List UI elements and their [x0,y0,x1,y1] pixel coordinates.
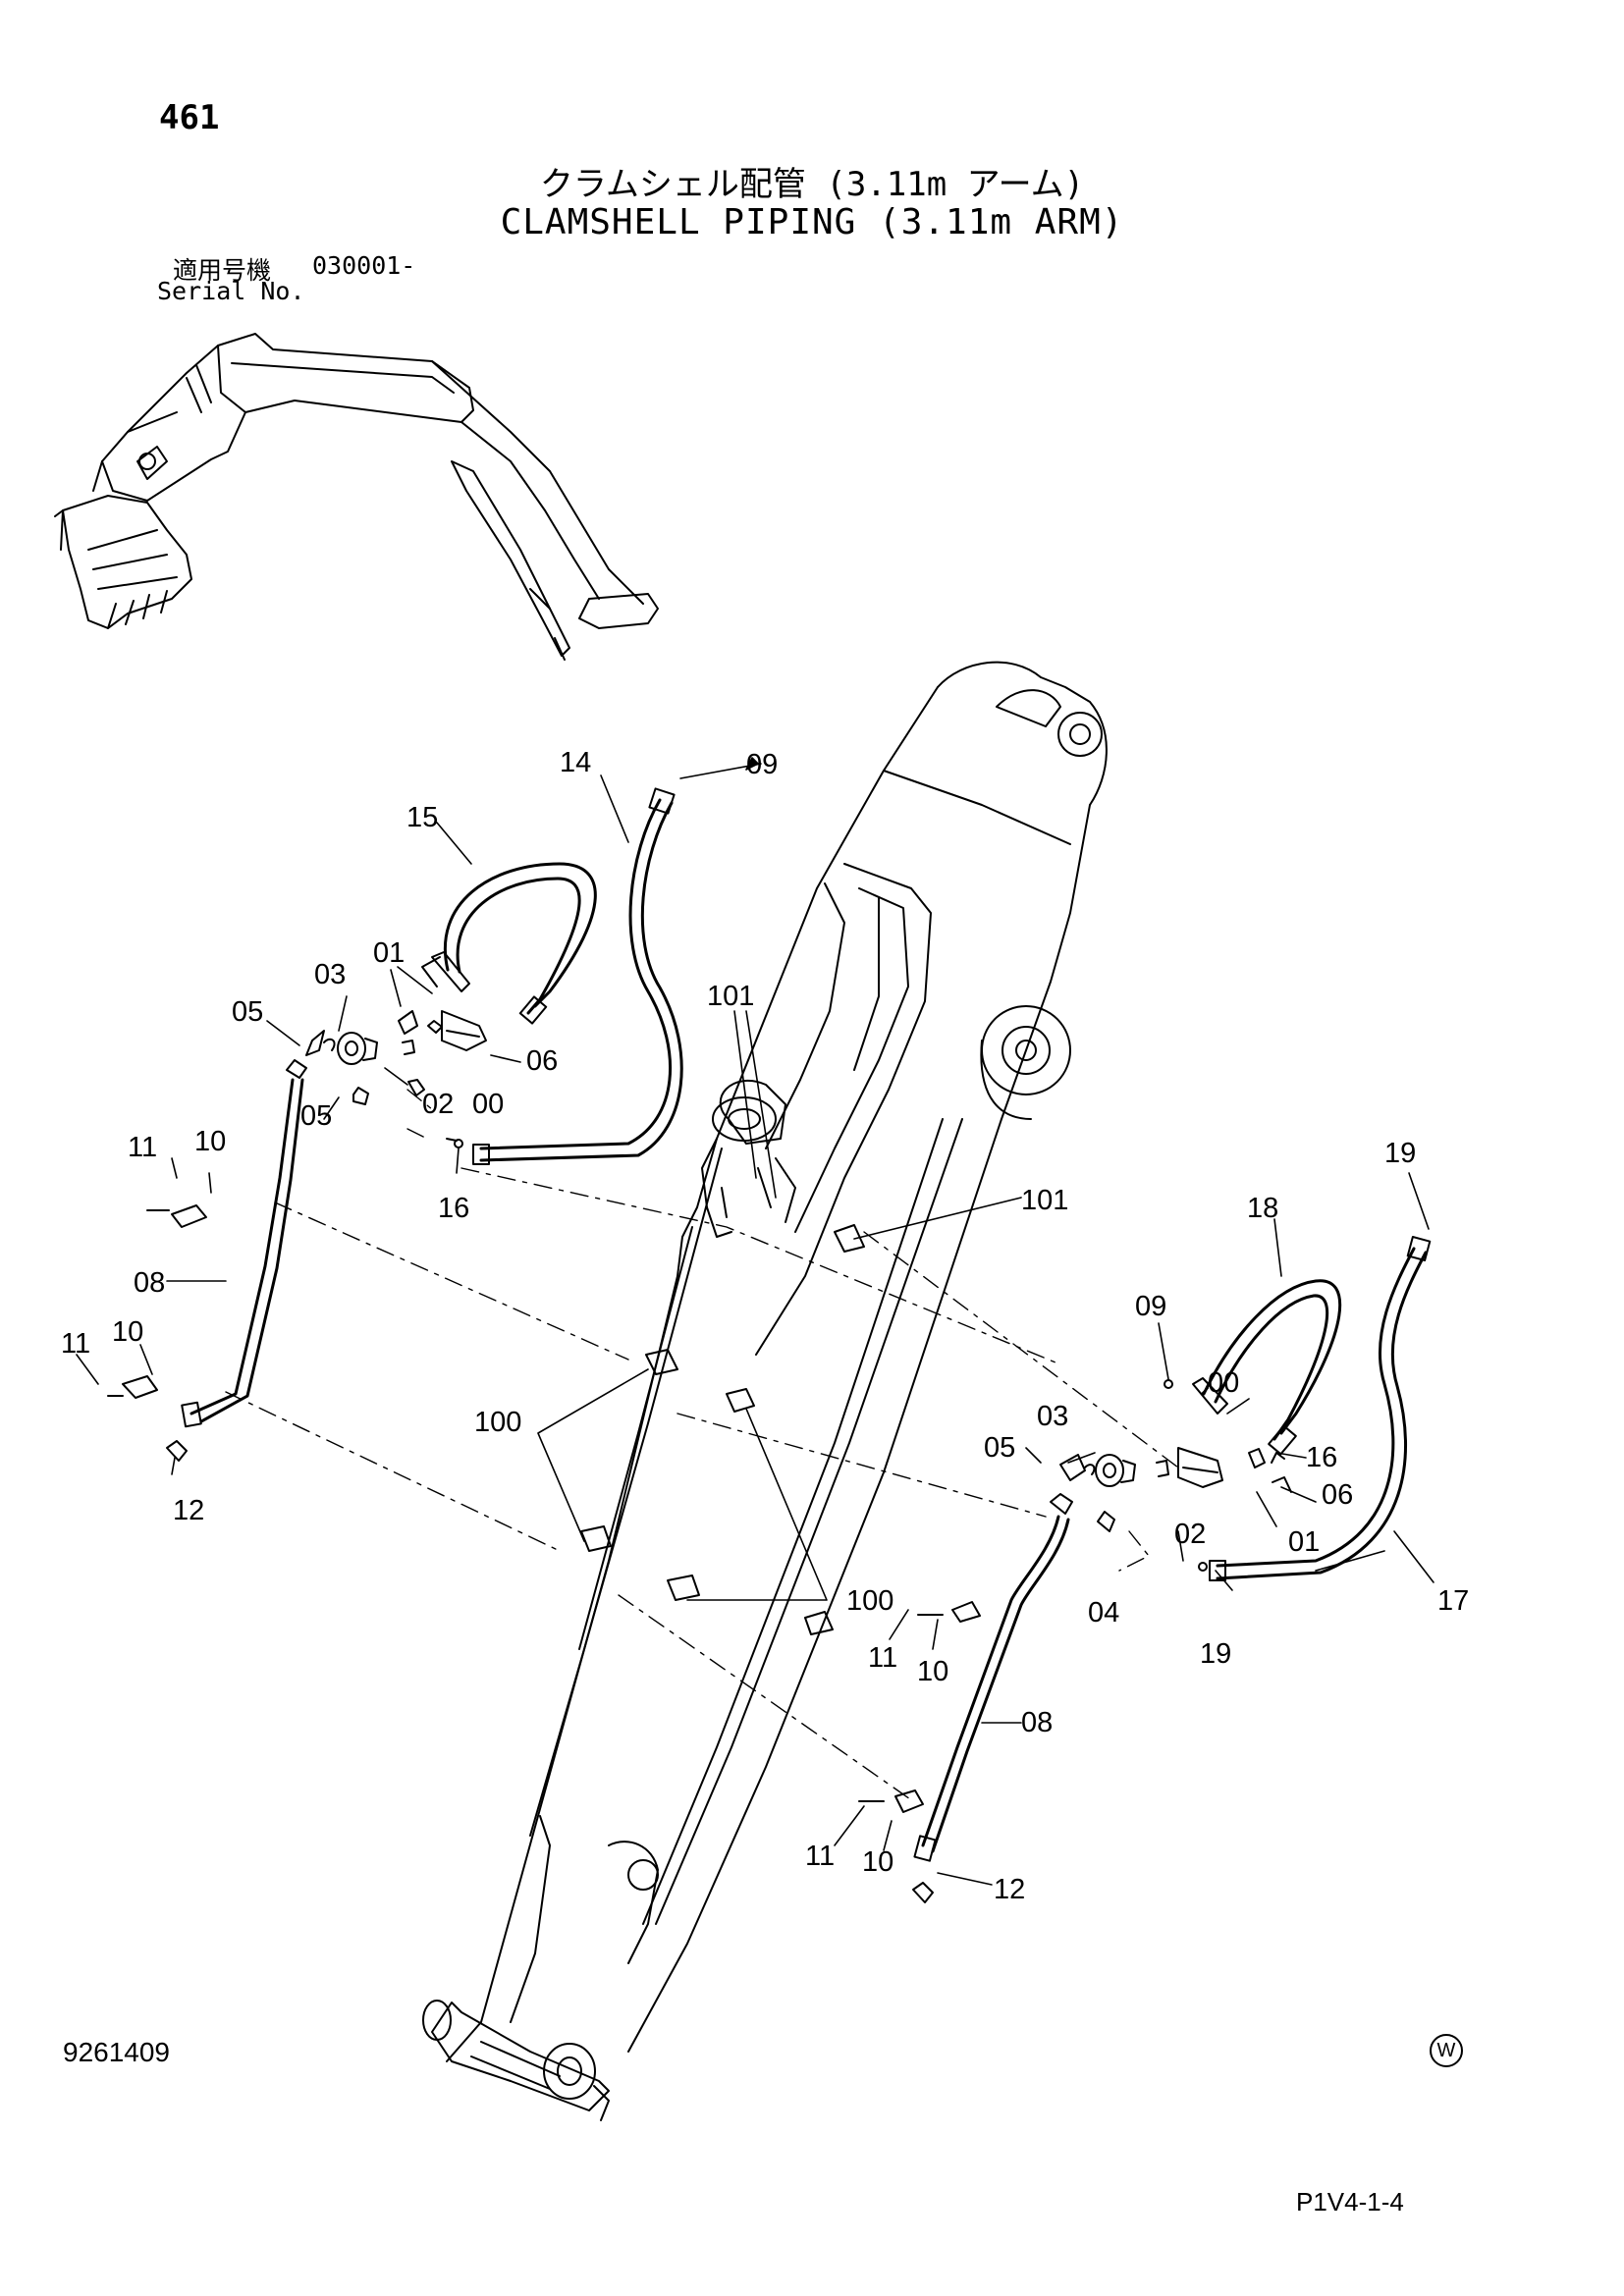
callout-10c: 10 [917,1656,948,1687]
callout-100: 100 [474,1407,521,1438]
callout-17: 17 [1437,1585,1469,1617]
callout-00b: 00 [1208,1367,1239,1399]
title-english: CLAMSHELL PIPING (3.11m ARM) [500,202,1124,242]
callout-01b: 01 [1288,1526,1320,1558]
callout-01: 01 [373,937,405,969]
callout-12b: 12 [994,1874,1025,1905]
callout-10: 10 [194,1126,226,1157]
title-japanese: クラムシェル配管 (3.11m アーム) [539,165,1085,204]
document-number: 9261409 [63,2037,171,2067]
callout-15: 15 [406,802,438,833]
callout-02: 02 [422,1089,454,1120]
serial-value: 030001- [312,251,416,280]
callout-08b: 08 [1021,1707,1053,1738]
callout-11: 11 [128,1132,157,1163]
callout-11b: 11 [61,1328,90,1360]
callout-09: 09 [746,749,778,780]
callout-11c: 11 [868,1642,897,1674]
callout-14: 14 [560,747,591,778]
callout-101: 101 [707,981,754,1012]
callout-05: 05 [232,996,263,1028]
page-number: 461 [159,98,220,137]
callout-03b: 03 [1037,1401,1068,1432]
watermark-badge: W [1430,2034,1463,2067]
callout-03: 03 [314,959,346,990]
callout-18: 18 [1247,1193,1278,1224]
reference-lines [225,1089,1179,1802]
callout-100b: 100 [846,1585,893,1617]
callout-19: 19 [1384,1138,1416,1169]
callout-05b: 05 [300,1100,332,1132]
callout-labels: 14 09 15 01 03 05 06 02 00 05 16 101 11 … [61,747,1469,1905]
callout-08: 08 [134,1267,165,1299]
page-code: P1V4-1-4 [1296,2187,1404,2216]
serial-label-japanese: 適用号機 [173,256,272,285]
machine-overview-inset [54,333,659,661]
arm-structure [422,661,1108,2121]
right-piping [834,1224,1432,1903]
serial-label-english: Serial No. [157,277,305,305]
left-piping [107,787,683,1462]
callout-02b: 02 [1174,1519,1206,1550]
callout-09b: 09 [1135,1291,1166,1322]
callout-11d: 11 [805,1841,835,1872]
callout-10b: 10 [112,1316,143,1348]
callout-19b: 19 [1200,1638,1231,1670]
callout-16b: 16 [1306,1442,1337,1473]
callout-06b: 06 [1322,1479,1353,1511]
callout-12: 12 [173,1495,204,1526]
callout-00: 00 [472,1089,504,1120]
callout-16: 16 [438,1193,469,1224]
callout-04: 04 [1088,1597,1119,1629]
arm-clamps [580,1349,834,1635]
callout-10d: 10 [862,1846,893,1878]
callout-101b: 101 [1021,1185,1068,1216]
leader-lines [76,757,1435,1886]
callout-05c: 05 [984,1432,1015,1464]
callout-06: 06 [526,1045,558,1077]
